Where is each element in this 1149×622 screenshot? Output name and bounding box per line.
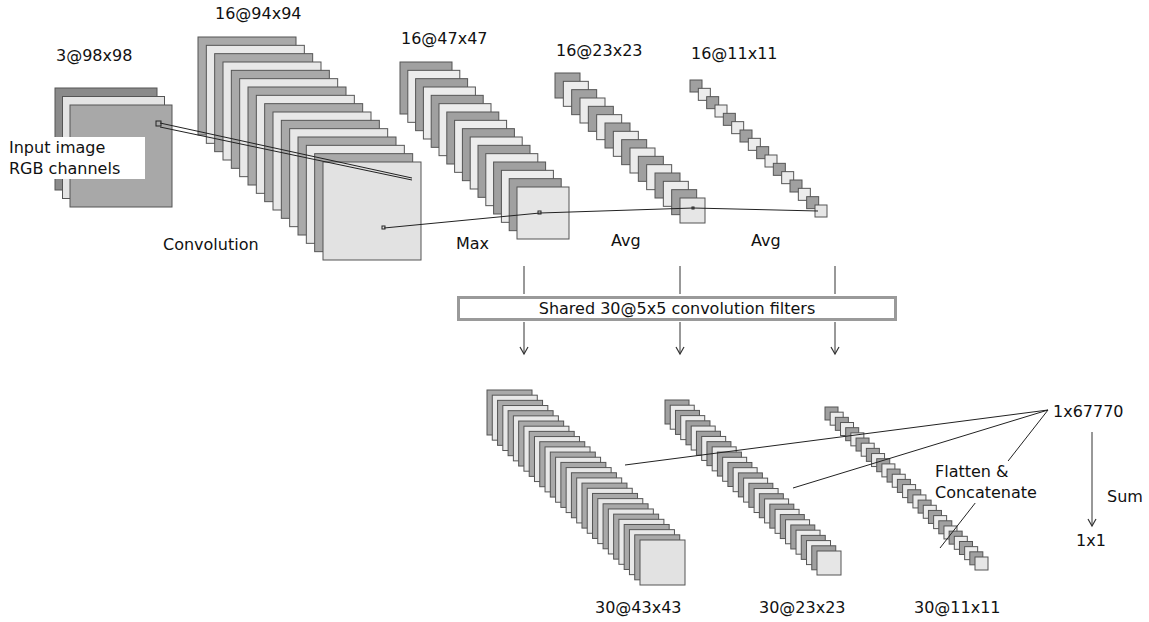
- dimension-label: 16@11x11: [690, 43, 779, 64]
- leader-lines: [160, 123, 1048, 548]
- input-label: Input image RGB channels: [8, 137, 145, 179]
- flow-arrows: [524, 266, 1092, 526]
- dimension-label: 30@23x23: [758, 597, 847, 618]
- vector-label: 1x67770: [1052, 401, 1125, 422]
- operation-label: Avg: [610, 230, 642, 251]
- feature-map: [680, 198, 705, 223]
- shared-filter-box: Shared 30@5x5 convolution filters: [457, 296, 897, 321]
- vector-label: 1x1: [1075, 530, 1107, 551]
- feature-map: [975, 557, 988, 570]
- dimension-label: 16@23x23: [555, 40, 644, 61]
- feature-map: [640, 540, 685, 585]
- feature-map: [817, 551, 841, 575]
- dimension-label: 3@98x98: [55, 45, 133, 66]
- dimension-label: 16@47x47: [400, 28, 489, 49]
- operation-label: Sum: [1106, 486, 1144, 507]
- operation-label: Flatten & Concatenate: [934, 461, 1054, 503]
- box-label: Shared 30@5x5 convolution filters: [539, 299, 816, 318]
- dimension-label: 16@94x94: [214, 3, 303, 24]
- operation-label: Convolution: [162, 234, 260, 255]
- dimension-label: 30@43x43: [594, 597, 683, 618]
- operation-label: Max: [455, 233, 490, 254]
- operation-label: Avg: [750, 230, 782, 251]
- dimension-label: 30@11x11: [913, 597, 1002, 618]
